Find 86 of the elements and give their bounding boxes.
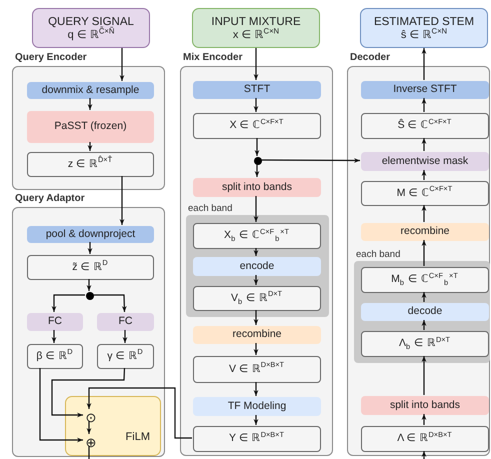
tensor-box: V$_{b}$ ∈ ℝ$^{D×T}$	[193, 286, 321, 311]
arrow	[254, 164, 260, 177]
process-box: PaSST (frozen)	[27, 111, 154, 143]
group-heading: each band	[188, 203, 232, 214]
arrow	[422, 356, 426, 395]
process-box: decode	[361, 303, 489, 321]
arrow	[88, 98, 92, 110]
film-block	[65, 396, 161, 456]
tensor-box: Λ$_{b}$ ∈ ℝ$^{D×T}$	[361, 331, 489, 357]
arrow	[422, 320, 426, 330]
arrow	[52, 330, 56, 343]
process-box: FC	[97, 313, 154, 331]
arrow	[254, 382, 258, 396]
process-box: elementwise mask	[361, 152, 489, 171]
process-box: encode	[193, 257, 321, 276]
arrow	[422, 292, 426, 302]
arrow	[86, 421, 92, 434]
arrow	[422, 414, 426, 425]
process-box: recombine	[193, 326, 321, 344]
junction-dot	[254, 157, 262, 165]
process-box: split into bands	[361, 396, 489, 415]
arrow	[422, 48, 426, 80]
group-heading: Mix Encoder	[183, 52, 242, 63]
arrow	[120, 48, 124, 81]
arrow	[254, 248, 258, 256]
math-expression: q ∈ ℝ$^{C̃×Ñ}$	[68, 28, 114, 40]
arrow	[51, 368, 126, 418]
tensor-box: z ∈ ℝ$^{D̂×T̂}$	[27, 152, 154, 177]
tensor-box: γ ∈ ℝ$^{D}$	[97, 344, 154, 369]
tensor-box: β ∈ ℝ$^{D}$	[27, 344, 83, 369]
signal-title: QUERY SIGNAL	[48, 16, 134, 28]
arrow	[254, 343, 258, 355]
arrow	[120, 176, 124, 225]
arrow	[254, 48, 258, 80]
arrow	[39, 368, 83, 442]
arrow	[254, 138, 260, 156]
arrow	[88, 142, 92, 151]
process-box: Inverse STFT	[361, 81, 489, 99]
tensor-box: z̃ ∈ ℝ$^{D}$	[27, 255, 154, 280]
arrow	[86, 387, 192, 439]
junction-dot	[86, 292, 94, 300]
process-box: pool & downproject	[27, 226, 154, 243]
process-box: split into bands	[193, 178, 321, 197]
arrow	[422, 98, 426, 112]
arrow	[422, 170, 426, 180]
arrow	[86, 279, 92, 291]
process-box: STFT	[193, 81, 321, 99]
arrow	[52, 294, 85, 312]
arrow	[422, 451, 426, 459]
arrow	[88, 242, 92, 254]
process-box: TF Modeling	[193, 397, 321, 416]
arrow	[254, 196, 258, 222]
arrow	[261, 158, 360, 163]
tensor-box: V ∈ ℝ$^{D×B×T}$	[193, 356, 321, 383]
arrow	[93, 294, 127, 312]
arrow	[422, 205, 426, 222]
input-box	[32, 8, 150, 48]
arrow	[422, 240, 426, 266]
process-box: FC	[27, 313, 83, 331]
group-heading: Query Encoder	[15, 52, 87, 63]
tensor-box: X ∈ ℂ$^{C×F×T}$	[193, 113, 321, 139]
tensor-box: M ∈ ℂ$^{C×F×T}$	[361, 181, 489, 206]
arrow	[254, 275, 258, 285]
block-label: FiLM	[126, 431, 150, 443]
group-heading: Query Adaptor	[15, 193, 85, 204]
tensor-box: Λ ∈ ℝ$^{D×B×T}$	[361, 426, 489, 452]
signal-title: INPUT MIXTURE	[211, 16, 301, 28]
arrow	[254, 310, 258, 325]
group-heading: each band	[356, 249, 400, 260]
math-expression: x ∈ ℝ$^{C×N}$	[232, 28, 280, 40]
connector-line	[88, 446, 90, 459]
arrow	[122, 330, 128, 343]
group-heading: Decoder	[350, 52, 390, 63]
arrow	[254, 98, 258, 112]
operator-symbol: ⊙	[85, 411, 97, 423]
arrow	[254, 415, 258, 425]
tensor-box: Υ ∈ ℝ$^{D×B×T}$	[193, 426, 321, 452]
operator-symbol: ⊕	[85, 436, 97, 448]
tensor-box: Ŝ ∈ ℂ$^{C×F×T}$	[361, 113, 489, 139]
process-box: downmix & resample	[27, 82, 154, 99]
output-box	[360, 8, 488, 48]
input-box	[192, 8, 320, 48]
process-box: recombine	[361, 223, 489, 241]
arrow	[422, 138, 426, 151]
math-expression: ŝ ∈ ℝ$^{C×N}$	[400, 28, 448, 40]
signal-title: ESTIMATED STEM	[374, 16, 474, 28]
